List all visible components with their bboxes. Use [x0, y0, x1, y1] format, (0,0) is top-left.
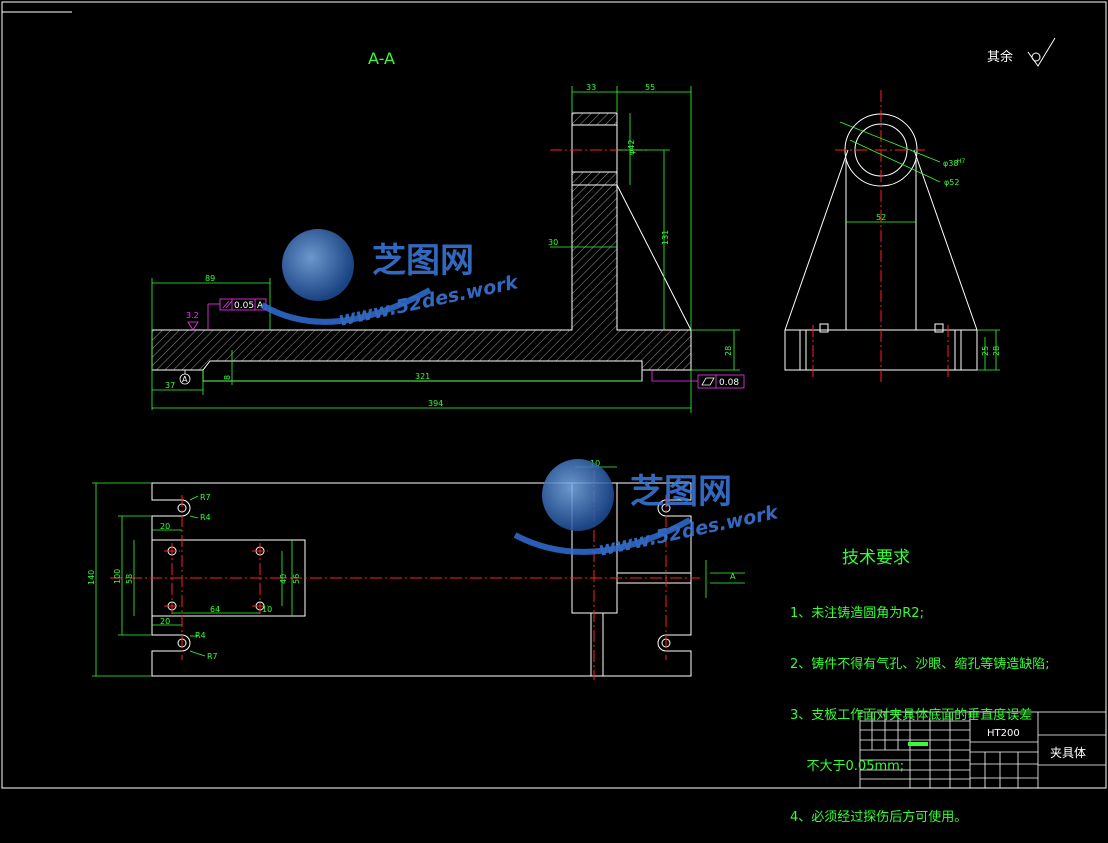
top-view	[151, 482, 692, 677]
dim-321: 321	[415, 372, 430, 381]
dim-89: 89	[205, 274, 215, 283]
title-block	[859, 711, 1107, 789]
dim-40: 40	[279, 574, 288, 584]
watermark-logo-lower: 芝图网 www.52des.work	[513, 459, 781, 561]
dim-33: 33	[586, 83, 596, 92]
drawing-border	[1, 1, 1107, 789]
dim-131: 131	[661, 230, 670, 245]
flatness-tolerance-frame: 0.08	[651, 370, 745, 389]
dim-28: 28	[724, 346, 733, 356]
dim-phi42: φ42	[627, 140, 636, 155]
parallel-tolerance-frame: 0.05 A	[207, 298, 267, 330]
title-block-part-name: 夹具体	[1050, 746, 1086, 760]
dim-30: 30	[548, 238, 558, 247]
tech-req-item-4: 4、必须经过探伤后方可使用。	[790, 810, 968, 825]
title-block-highlight	[908, 742, 928, 746]
drawing-canvas: A-A 其余	[1, 1, 1107, 789]
watermark-brand-lower: 芝图网	[630, 472, 732, 512]
dim-55: 55	[645, 83, 655, 92]
flatness-value: 0.08	[719, 378, 739, 388]
dim-52: 52	[876, 213, 886, 222]
tech-req-item-1: 1、未注铸造圆角为R2;	[790, 606, 924, 621]
surface-note: 其余	[987, 49, 1013, 65]
technical-requirements: 技术要求 1、未注铸造圆角为R2; 2、铸件不得有气孔、沙眼、缩孔等铸造缺陷; …	[790, 516, 1050, 843]
dim-r7-top: R7	[200, 493, 211, 502]
roughness-value: 3.2	[186, 311, 199, 320]
title-block-material: HT200	[987, 728, 1020, 739]
datum-a-marker: A	[179, 370, 191, 385]
dim-r7-bottom: R7	[207, 652, 218, 661]
side-centerlines	[812, 90, 949, 385]
tech-req-item-3: 3、支板工作面对夹具体底面的垂直度误差	[790, 708, 1033, 723]
parallel-datum: A	[257, 301, 264, 311]
dim-37: 37	[165, 381, 175, 390]
dim-28-side: 28	[992, 346, 1001, 356]
datum-a-label: A	[182, 375, 188, 384]
dim-25: 25	[981, 346, 990, 356]
tech-req-item-3-cont: 不大于0.05mm;	[790, 759, 905, 774]
section-label: A-A	[368, 49, 395, 68]
dim-20-top: 20	[160, 522, 170, 531]
tech-req-item-2: 2、铸件不得有气孔、沙眼、缩孔等铸造缺陷;	[790, 657, 1050, 672]
tech-req-title: 技术要求	[842, 548, 910, 568]
dim-phi38: φ38	[943, 159, 958, 168]
dim-20-bottom: 20	[160, 617, 170, 626]
parallel-tolerance-value: 0.05	[234, 301, 254, 311]
dim-r4-top: R4	[200, 513, 211, 522]
dim-140: 140	[87, 570, 96, 585]
dim-10: 10	[262, 605, 272, 614]
dim-100: 100	[113, 569, 122, 584]
section-mark-a: A	[730, 572, 736, 581]
watermark-logo-upper: 芝图网 www.52des.work	[260, 229, 521, 331]
roughness-symbol-icon	[1027, 37, 1056, 67]
dim-r4-bottom: R4	[195, 631, 206, 640]
dim-8: 8	[223, 375, 232, 380]
dim-64: 64	[210, 605, 220, 614]
fit-note: H7	[957, 158, 966, 165]
front-dimensions	[151, 86, 740, 413]
side-dimensions	[839, 121, 1000, 371]
watermark-brand-upper: 芝图网	[372, 241, 474, 281]
dim-phi52: φ52	[944, 178, 959, 187]
dim-56: 56	[292, 574, 301, 584]
dim-394: 394	[428, 399, 443, 408]
roughness-3-2: 3.2	[186, 311, 199, 331]
dim-58: 58	[125, 574, 134, 584]
